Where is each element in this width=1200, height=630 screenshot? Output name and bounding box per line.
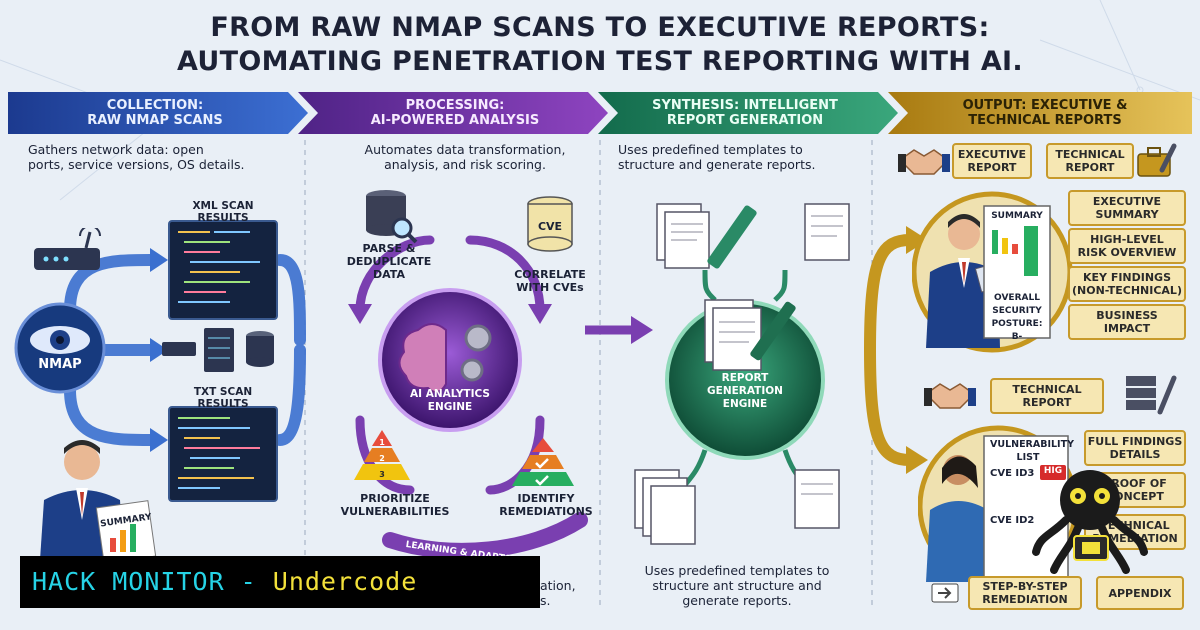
executive-report-illustration: [912, 191, 1073, 353]
synthesis-banner: [598, 92, 898, 134]
appendix-box: APPENDIX: [1096, 576, 1184, 610]
pyramid-level-2: 2: [379, 454, 385, 463]
vulnerability-list-title: VULNERABILITY LIST: [990, 439, 1074, 463]
exec-item-risk-overview: HIGH-LEVEL RISK OVERVIEW: [1068, 228, 1186, 264]
synthesis-description: Uses predefined templates to structure a…: [618, 142, 816, 172]
collection-banner-text: COLLECTION: RAW NMAP SCANS: [20, 92, 290, 134]
pyramid-level-1: 1: [379, 438, 385, 447]
octopus-logo-icon: [1032, 470, 1148, 574]
processing-cycle-diagram: [348, 235, 588, 559]
processing-to-synthesis-arrow: [585, 316, 653, 344]
remediation-checklist-icon: [512, 438, 574, 486]
cve-database-icon: [527, 196, 573, 252]
code-lines-icon: [178, 231, 260, 303]
router-icon: [34, 228, 101, 270]
collection-banner: [8, 92, 308, 134]
database-search-icon: [366, 190, 418, 244]
handshake-icon: [924, 383, 976, 409]
txt-scan-results-panel: TXT SCAN RESULTS: [168, 386, 278, 502]
output-subheading: TECHNICAL REPORTS: [968, 113, 1122, 128]
xml-scan-results-label: XML SCAN RESULTS: [192, 200, 254, 224]
processing-banner: [298, 92, 608, 134]
high-severity-badge: HIG: [1040, 465, 1066, 480]
page-title-line-1: FROM RAW NMAP SCANS TO EXECUTIVE REPORTS…: [210, 12, 990, 43]
summary-doc-title: SUMMARY: [991, 211, 1043, 221]
exec-item-key-findings: KEY FINDINGS (NON-TECHNICAL): [1068, 266, 1186, 302]
synthesis-subheading: REPORT GENERATION: [666, 113, 824, 128]
processing-banner-text: PROCESSING: AI-POWERED ANALYSIS: [320, 92, 590, 134]
nmap-eye-icon: [14, 302, 106, 394]
synthesis-banner-text: SYNTHESIS: INTELLIGENT REPORT GENERATION: [610, 92, 880, 134]
cve-entry-1: CVE ID3: [990, 468, 1035, 479]
stage-separators: [304, 140, 873, 610]
arrow-right-icon: [931, 583, 959, 603]
output-heading: OUTPUT: EXECUTIVE &: [962, 98, 1128, 113]
executive-person-icon: [40, 440, 157, 560]
handshake-icon: [898, 149, 950, 175]
synthesis-to-output-arrows: [864, 226, 928, 474]
hack-monitor-watermark: HACK MONITOR - Undercode: [20, 556, 540, 608]
ai-engine-label: AI ANALYTICS ENGINE: [410, 388, 490, 413]
pyramid-level-3: 3: [379, 470, 385, 479]
page-title-line-2: AUTOMATING PENETRATION TEST REPORTING WI…: [177, 46, 1023, 77]
stage-banner-strip: [8, 92, 1192, 134]
watermark-brand-accent: Undercode: [272, 567, 418, 596]
server-rack-icon: [162, 328, 274, 372]
report-engine-label: REPORT GENERATION ENGINE: [707, 372, 783, 410]
priority-pyramid-icon: [354, 430, 410, 480]
output-banner: [888, 92, 1192, 134]
exec-item-business-impact: BUSINESS IMPACT: [1068, 304, 1186, 340]
watermark-brand: HACK MONITOR -: [32, 567, 273, 596]
collection-subheading: RAW NMAP SCANS: [87, 113, 223, 128]
security-posture-label: OVERALL SECURITY POSTURE: B-: [991, 293, 1043, 342]
tech-item-full-findings: FULL FINDINGS DETAILS: [1084, 430, 1186, 466]
executive-report-tag: EXECUTIVE REPORT: [952, 143, 1032, 179]
processing-description: Automates data transformation, analysis,…: [364, 142, 566, 172]
cve-entry-2: CVE ID2: [990, 515, 1035, 526]
server-wrench-icon: [1126, 375, 1177, 415]
cve-badge: CVE: [537, 220, 563, 233]
technical-report-header: TECHNICAL REPORT: [990, 378, 1104, 414]
synthesis-bottom-description: Uses predefined templates to structure a…: [644, 563, 830, 608]
synthesis-heading: SYNTHESIS: INTELLIGENT: [652, 98, 838, 113]
technical-report-tag: TECHNICAL REPORT: [1046, 143, 1134, 179]
code-lines-icon: [178, 417, 260, 489]
collection-description: Gathers network data: open ports, servic…: [28, 142, 245, 172]
correlate-cves-label: CORRELATE WITH CVEs: [514, 268, 586, 294]
output-banner-text: OUTPUT: EXECUTIVE & TECHNICAL REPORTS: [905, 92, 1185, 134]
identify-remediations-label: IDENTIFY REMEDIATIONS: [499, 492, 593, 518]
exec-item-executive-summary: EXECUTIVE SUMMARY: [1068, 190, 1186, 226]
synthesis-engine-diagram: [634, 203, 850, 545]
prioritize-label: PRIORITIZE VULNERABILITIES: [340, 492, 450, 518]
xml-scan-results-panel: XML SCAN RESULTS: [168, 200, 278, 320]
toolbox-wrench-icon: [1137, 143, 1177, 177]
step-by-step-remediation: STEP-BY-STEP REMEDIATION: [968, 576, 1082, 610]
txt-scan-results-label: TXT SCAN RESULTS: [193, 386, 253, 410]
template-docs-top-left: [656, 203, 710, 269]
nmap-label: NMAP: [38, 357, 82, 372]
collection-heading: COLLECTION:: [106, 98, 204, 113]
processing-bottom-text: ation, s.: [540, 578, 576, 608]
processing-subheading: AI-POWERED ANALYSIS: [370, 113, 540, 128]
processing-heading: PROCESSING:: [405, 98, 505, 113]
parse-deduplicate-label: PARSE & DEDUPLICATE DATA: [346, 242, 432, 281]
